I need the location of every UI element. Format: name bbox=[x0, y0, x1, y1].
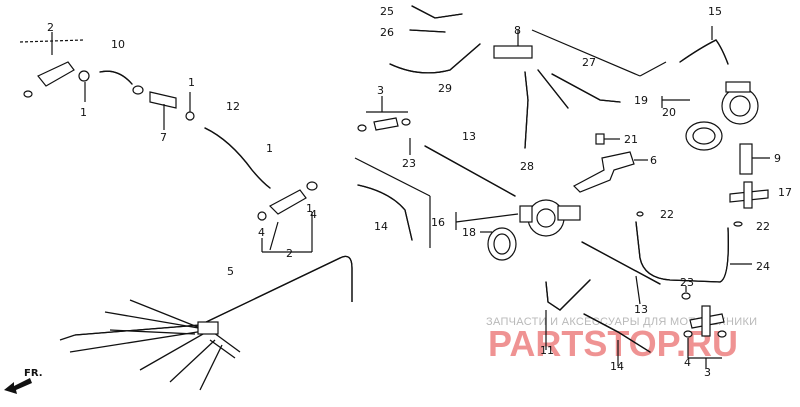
callout-number: 4 bbox=[684, 356, 691, 369]
callout-number: 13 bbox=[462, 130, 476, 143]
watermark-caption: ЗАПЧАСТИ И АКСЕССУАРЫ ДЛЯ МОТОТЕХНИКИ bbox=[486, 316, 757, 328]
part-assembly-bracket bbox=[573, 133, 648, 193]
callout-number: 6 bbox=[650, 154, 657, 167]
callout-number: 28 bbox=[520, 160, 534, 173]
part-assembly-center-fittings bbox=[357, 96, 411, 155]
callout-number: 4 bbox=[310, 208, 317, 221]
part-assembly-manifold bbox=[493, 29, 641, 149]
callout-number: 26 bbox=[380, 26, 394, 39]
part-assembly-top-left bbox=[19, 32, 271, 189]
callout-number: 17 bbox=[778, 186, 792, 199]
part-assembly-left-tee bbox=[257, 181, 318, 253]
part-assembly-center-valve bbox=[455, 199, 581, 261]
callout-number: 22 bbox=[660, 208, 674, 221]
callout-number: 23 bbox=[680, 276, 694, 289]
callout-number: 27 bbox=[582, 56, 596, 69]
callout-number: 7 bbox=[160, 131, 167, 144]
callout-number: 14 bbox=[610, 360, 624, 373]
part-center-hoses bbox=[354, 5, 516, 248]
callout-labels: 25 26 8 15 2 10 1 1 12 7 29 27 19 20 3 1… bbox=[47, 5, 792, 379]
callout-number: 2 bbox=[286, 247, 293, 260]
direction-label: FR. bbox=[24, 368, 43, 379]
callout-number: 15 bbox=[708, 5, 722, 18]
arrow-icon bbox=[4, 378, 32, 394]
callout-number: 11 bbox=[540, 344, 554, 357]
callout-number: 14 bbox=[374, 220, 388, 233]
callout-number: 19 bbox=[634, 94, 648, 107]
callout-number: 1 bbox=[306, 202, 313, 215]
callout-number: 8 bbox=[514, 24, 521, 37]
callout-number: 1 bbox=[80, 106, 87, 119]
part-assembly-bottom-hoses bbox=[545, 279, 651, 366]
callout-number: 16 bbox=[431, 216, 445, 229]
callout-number: 9 bbox=[774, 152, 781, 165]
callout-number: 23 bbox=[402, 157, 416, 170]
callout-number: 29 bbox=[438, 82, 452, 95]
front-direction-arrow: FR. bbox=[4, 368, 43, 394]
callout-number: 24 bbox=[756, 260, 770, 273]
callout-number: 3 bbox=[377, 84, 384, 97]
part-assembly-lower-right bbox=[581, 221, 752, 305]
callout-number: 25 bbox=[380, 5, 394, 18]
callout-number: 22 bbox=[756, 220, 770, 233]
part-main-harness bbox=[59, 255, 353, 391]
callout-number: 2 bbox=[47, 21, 54, 34]
part-assembly-top-right bbox=[639, 26, 759, 151]
callout-number: 3 bbox=[704, 366, 711, 379]
callout-number: 1 bbox=[188, 76, 195, 89]
callout-number: 1 bbox=[266, 142, 273, 155]
callout-number: 18 bbox=[462, 226, 476, 239]
callout-number: 20 bbox=[662, 106, 676, 119]
callout-number: 10 bbox=[111, 38, 125, 51]
part-assembly-bottom-right-tee bbox=[683, 305, 727, 368]
callout-number: 5 bbox=[227, 265, 234, 278]
callout-number: 21 bbox=[624, 133, 638, 146]
callout-number: 4 bbox=[258, 226, 265, 239]
callout-number: 12 bbox=[226, 100, 240, 113]
callout-number: 13 bbox=[634, 303, 648, 316]
part-assembly-right-fittings bbox=[636, 143, 770, 227]
